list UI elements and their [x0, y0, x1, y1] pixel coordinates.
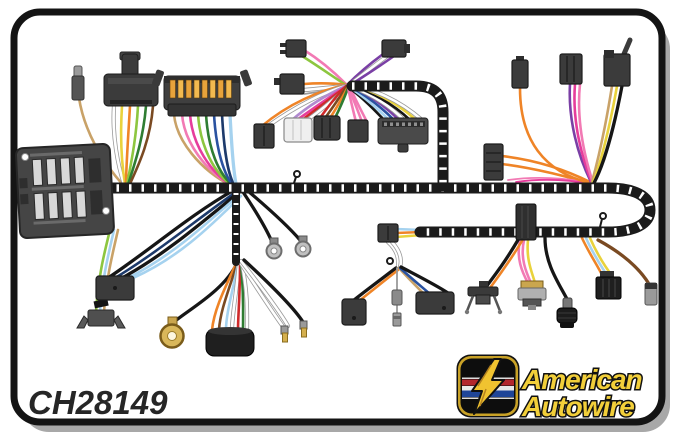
harness-clip-loop — [386, 257, 394, 265]
blade-pigtail-connector — [71, 65, 85, 101]
switch-connector — [511, 56, 529, 89]
small-ring-terminal — [294, 235, 312, 258]
branch-connector — [483, 143, 504, 181]
brand-name-line2: Autowire — [521, 391, 634, 422]
dimmer-connector — [95, 275, 135, 301]
bullet-terminal — [280, 325, 289, 343]
large-ring-terminal — [159, 316, 185, 349]
flasher-connector — [76, 298, 126, 329]
leg-socket — [464, 281, 503, 315]
bullet-terminal — [299, 320, 308, 338]
inline-fuse-lead — [391, 289, 403, 327]
purple-lead-connector — [381, 39, 410, 58]
small-ring-terminal — [265, 237, 283, 260]
pink-lead-connector — [347, 119, 369, 143]
part-number-label: CH28149 — [28, 384, 168, 421]
lightning-bolt-icon — [471, 358, 505, 415]
blade-terminal — [644, 282, 658, 306]
brand-logo: American Autowire — [456, 354, 644, 424]
four-pin-connector — [313, 115, 341, 141]
bulb-socket — [517, 280, 547, 310]
harness-clip-loop — [599, 212, 607, 228]
post-connector — [103, 51, 159, 107]
four-wire-connector — [415, 291, 455, 315]
harness-end-connector — [377, 223, 399, 243]
bulkhead-connector — [152, 69, 252, 117]
fuse-block — [15, 142, 115, 240]
logo-badge — [456, 354, 520, 418]
hardware — [15, 37, 658, 357]
orange-lead-connector — [274, 73, 305, 95]
lever-connector — [603, 37, 633, 87]
branch-connector-small — [341, 298, 367, 326]
multi-pin-connector — [377, 117, 429, 153]
harness-clip-loop — [293, 170, 301, 184]
brand-name-line1: American — [521, 364, 642, 395]
ribbed-connector — [595, 271, 622, 300]
grommet-boot — [205, 327, 255, 357]
white-connector — [283, 117, 313, 143]
two-pin-connector — [280, 39, 307, 58]
block-connector — [515, 203, 537, 241]
harness-loom — [98, 80, 656, 266]
switch-connector — [559, 53, 583, 85]
small-black-connector — [253, 123, 275, 149]
lighter-plug — [556, 297, 578, 328]
